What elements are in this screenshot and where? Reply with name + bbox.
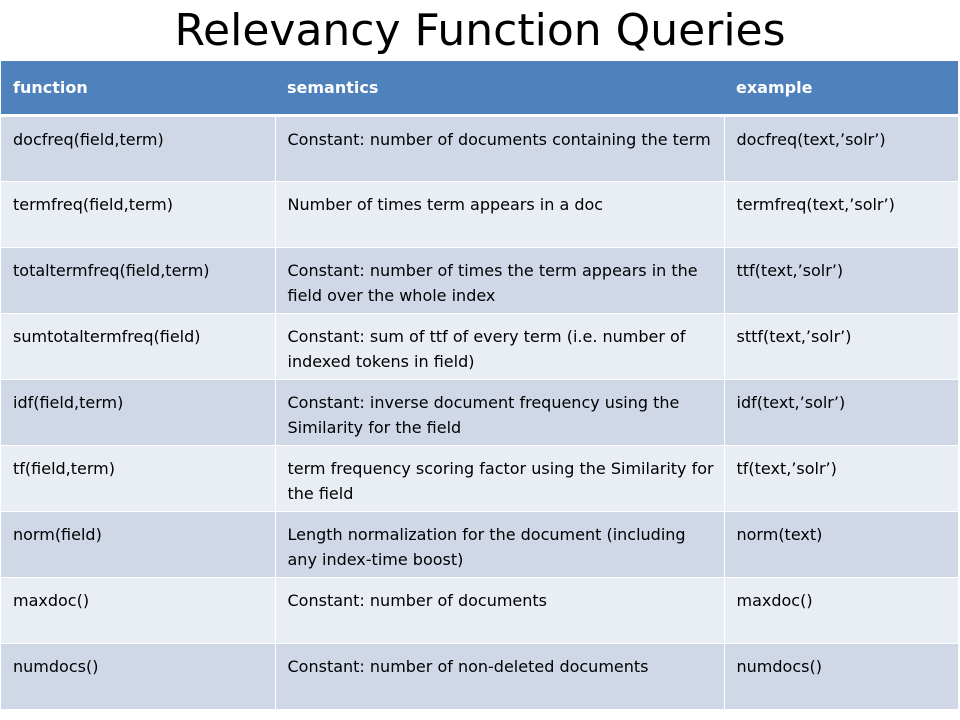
cell-semantics: Constant: number of non-deleted document… (274, 642, 724, 709)
cell-function: norm(field) (1, 510, 275, 577)
cell-example: termfreq(text,’solr’) (723, 180, 958, 247)
function-queries-table: function semantics example docfreq(field… (1, 61, 958, 709)
cell-function: numdocs() (1, 642, 275, 709)
cell-function: maxdoc() (1, 576, 275, 643)
cell-function: termfreq(field,term) (1, 180, 275, 247)
cell-example: docfreq(text,’solr’) (723, 114, 958, 181)
header-semantics: semantics (275, 61, 724, 117)
cell-semantics: Constant: number of times the term appea… (274, 246, 724, 313)
cell-example: idf(text,’solr’) (723, 378, 958, 445)
cell-function: sumtotaltermfreq(field) (1, 312, 275, 379)
cell-semantics: Constant: sum of ttf of every term (i.e.… (274, 312, 724, 379)
table-row: sumtotaltermfreq(field) Constant: sum of… (1, 312, 958, 379)
cell-example: tf(text,’solr’) (723, 444, 958, 511)
cell-semantics: Number of times term appears in a doc (274, 180, 724, 247)
cell-function: docfreq(field,term) (1, 114, 275, 181)
table-header-row: function semantics example (1, 61, 958, 117)
table-row: tf(field,term) term frequency scoring fa… (1, 444, 958, 511)
cell-semantics: Constant: inverse document frequency usi… (274, 378, 724, 445)
cell-semantics: term frequency scoring factor using the … (274, 444, 724, 511)
cell-function: totaltermfreq(field,term) (1, 246, 275, 313)
cell-example: maxdoc() (723, 576, 958, 643)
table-row: termfreq(field,term) Number of times ter… (1, 180, 958, 247)
table-row: docfreq(field,term) Constant: number of … (1, 114, 958, 181)
slide-title: Relevancy Function Queries (174, 5, 786, 56)
table-row: idf(field,term) Constant: inverse docume… (1, 378, 958, 445)
cell-semantics: Constant: number of documents (274, 576, 724, 643)
header-example: example (724, 61, 958, 117)
table-row: norm(field) Length normalization for the… (1, 510, 958, 577)
cell-example: sttf(text,’solr’) (723, 312, 958, 379)
cell-example: norm(text) (723, 510, 958, 577)
cell-semantics: Constant: number of documents containing… (274, 114, 724, 181)
cell-function: idf(field,term) (1, 378, 275, 445)
cell-semantics: Length normalization for the document (i… (274, 510, 724, 577)
cell-function: tf(field,term) (1, 444, 275, 511)
cell-example: numdocs() (723, 642, 958, 709)
table-row: maxdoc() Constant: number of documents m… (1, 576, 958, 643)
header-function: function (1, 61, 275, 117)
table-row: totaltermfreq(field,term) Constant: numb… (1, 246, 958, 313)
table-row: numdocs() Constant: number of non-delete… (1, 642, 958, 709)
cell-example: ttf(text,’solr’) (723, 246, 958, 313)
